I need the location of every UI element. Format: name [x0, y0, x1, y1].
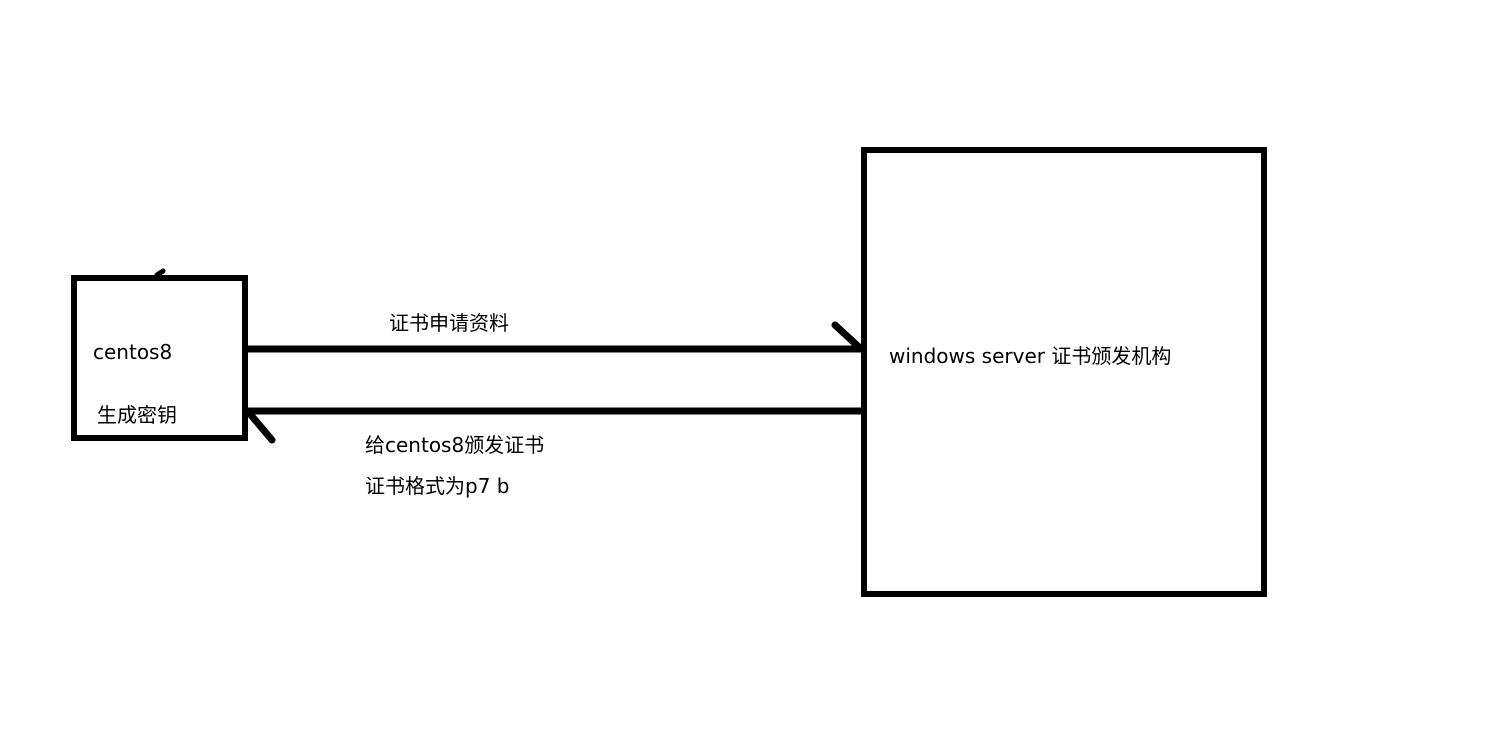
windows-server-ca-label: windows server 证书颁发机构: [889, 344, 1172, 368]
centos8-node-box: [71, 275, 248, 441]
request-arrow-label: 证书申请资料: [389, 311, 509, 335]
request-arrow: [248, 321, 865, 353]
centos8-node-label: centos8: [93, 340, 173, 364]
certificate-format-label: 证书格式为p7 b: [365, 474, 510, 498]
generate-key-label: 生成密钥: [97, 403, 177, 427]
issue-arrow-label: 给centos8颁发证书: [365, 433, 545, 457]
issue-arrow-head: [246, 410, 276, 444]
request-arrow-head: [831, 321, 865, 353]
issue-arrow: [246, 407, 861, 444]
windows-server-ca-node-box: [861, 147, 1267, 597]
stroke-artifact: [154, 268, 166, 278]
